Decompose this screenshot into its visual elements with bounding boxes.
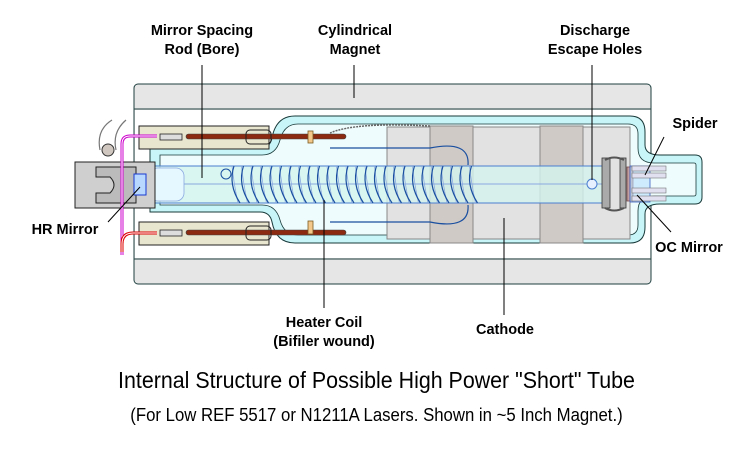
coil-turn-front [459,165,469,204]
leader-lines [107,65,672,315]
coil-turn-back [364,165,372,204]
coil-turn-front [430,165,441,204]
label-cathode: Cathode [476,322,534,338]
coil-turn-back [241,165,248,204]
label-line: Mirror Spacing [150,23,254,39]
coil-turn-back [317,165,324,204]
label-discharge-escape-holes: Discharge Escape Holes [540,22,650,60]
lower-electrode-assembly [138,220,347,246]
coil-turn-back [450,165,457,204]
coil-turn-back [298,165,305,204]
label-line: Heater Coil [285,315,363,331]
label-line: Escape Holes [547,42,643,58]
diagram-subtitle: (For Low REF 5517 or N1211A Lasers. Show… [130,405,623,425]
lead-wires [120,134,157,255]
coil-turn-back [326,165,334,204]
coil-turn-front [259,165,270,204]
discharge-escape-hole [586,178,598,190]
coil-turn-back [374,165,381,204]
label-spider: Spider [672,116,718,132]
label-oc-mirror: OC Mirror [655,240,723,256]
coil-turn-front [364,165,374,204]
label-cylindrical-magnet: Cylindrical Magnet [300,22,410,60]
coil-turn-back [345,165,353,204]
coil-turn-front [373,165,384,204]
coil-turn-back [393,165,400,204]
coil-end-loop [220,168,232,180]
coil-turn-back [269,165,277,204]
coil-turn-front [278,165,289,204]
oc-mirror-spider-assembly [601,156,667,212]
coil-turn-back [250,165,258,204]
coil-turn-front [440,165,450,204]
label-mirror-spacing-rod: Mirror Spacing Rod (Bore) [140,22,264,60]
coil-turn-back [412,165,419,204]
coil-turn-front [411,165,422,204]
coil-turn-back [279,165,286,204]
coil-turn-front [449,165,460,204]
coil-turn-front [297,165,308,204]
diagram-title: Internal Structure of Possible High Powe… [118,367,635,393]
coil-turn-back [440,165,448,204]
coil-turn-front [250,165,260,204]
coil-turn-front [345,165,355,204]
coil-turn-front [354,165,365,204]
coil-turn-front [468,165,479,204]
coil-turn-front [316,165,327,204]
coil-turn-back [459,165,467,204]
coil-turn-back [431,165,438,204]
coil-turn-back [260,165,267,204]
label-line: (Bifiler wound) [273,334,375,350]
label-line: Discharge [559,23,631,39]
heater-coil-leads [330,145,469,225]
coil-turn-front [307,165,317,204]
coil-turn-back [383,165,391,204]
label-line: Rod (Bore) [164,42,240,58]
upper-electrode-assembly [138,124,431,150]
label-line: Magnet [329,42,381,58]
heater-coil [220,165,479,204]
hr-mirror-end-cap [74,119,156,209]
coil-turn-front [335,165,346,204]
coil-turn-front [383,165,393,204]
coil-turn-front [402,165,412,204]
label-hr-mirror: HR Mirror [31,222,99,238]
coil-turn-front [326,165,336,204]
coil-turn-back [421,165,429,204]
coil-turn-back [336,165,343,204]
coil-turn-front [421,165,431,204]
coil-turn-front [240,165,251,204]
coil-turn-back [469,165,476,204]
label-line: Cylindrical [317,23,393,39]
coil-turn-front [392,165,403,204]
coil-turn-front [269,165,279,204]
coil-turn-back [307,165,315,204]
label-heater-coil: Heater Coil (Bifiler wound) [262,314,386,352]
coil-turn-front [231,165,241,204]
coil-turn-back [288,165,296,204]
coil-turn-back [402,165,410,204]
coil-turn-back [231,165,239,204]
coil-turn-back [355,165,362,204]
coil-turn-front [288,165,298,204]
